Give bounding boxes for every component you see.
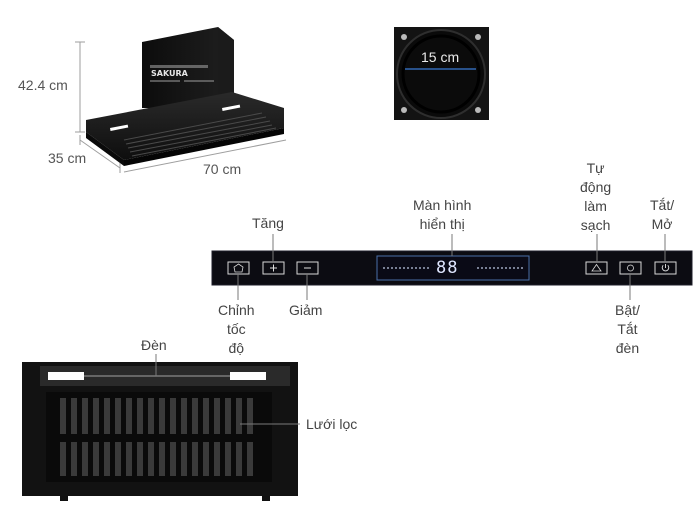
range-hood-image (86, 27, 284, 166)
depth-dimension: 35 cm (48, 150, 87, 166)
light-label: Đèn (141, 337, 167, 353)
power-label: Tắt/ Mở (650, 197, 675, 232)
control-panel (211, 250, 693, 286)
hood-underside-image (22, 362, 298, 501)
display-digits: 88 (436, 258, 459, 278)
light-toggle-label: Bật/ Tắt đèn (615, 302, 640, 356)
speed-label: Chỉnh tốc độ (218, 302, 255, 356)
underside-callouts (155, 354, 300, 425)
increase-label: Tăng (252, 215, 284, 231)
dimension-lines (75, 41, 287, 173)
grease-filter (60, 398, 253, 476)
duct-diameter-image (394, 27, 489, 120)
height-dimension: 42.4 cm (18, 77, 68, 93)
decrease-label: Giảm (289, 302, 323, 318)
light-strip-left (48, 372, 84, 380)
duct-diameter-label: 15 cm (421, 49, 460, 65)
light-strip-right (230, 372, 266, 380)
hood-canopy (86, 92, 284, 160)
filter-label: Lưới lọc (306, 416, 358, 432)
brand-logo: SAKURA (151, 69, 189, 78)
width-dimension: 70 cm (203, 161, 242, 177)
callout-lines (237, 234, 666, 300)
autoclean-label: Tự động làm sạch (580, 160, 612, 233)
display-label: Màn hình hiển thị (413, 197, 472, 232)
display-screen (376, 255, 530, 281)
